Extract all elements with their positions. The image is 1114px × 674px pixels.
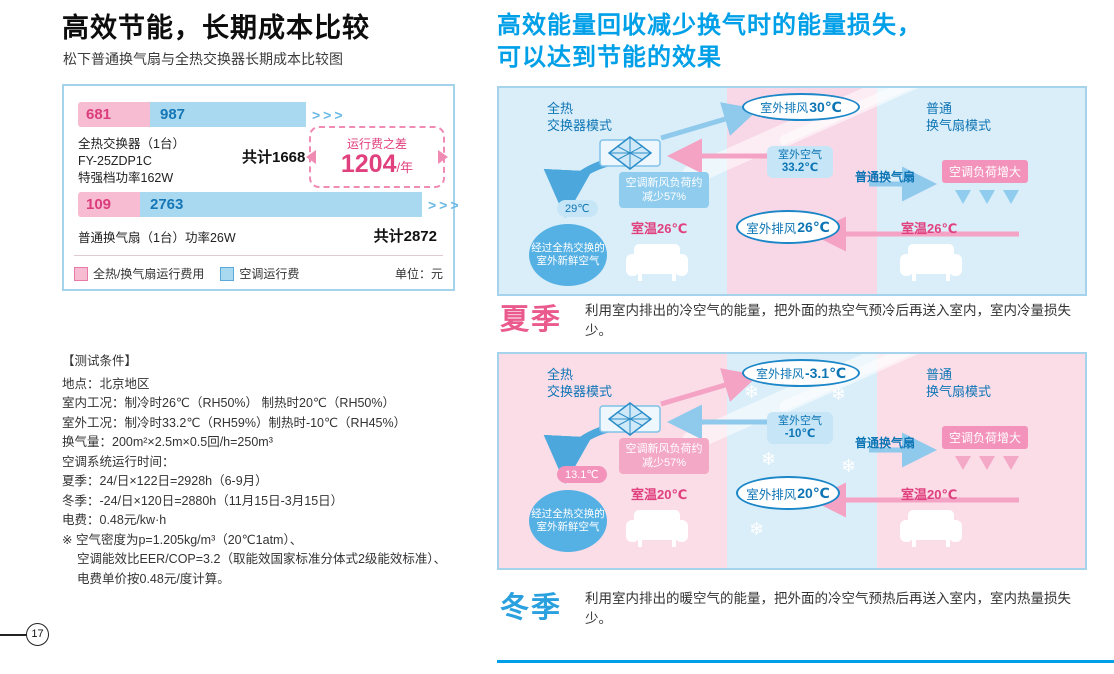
sofa-icon: [626, 244, 688, 281]
condition-line: 夏季：24/日×122日=2928h（6-9月）: [62, 474, 268, 488]
fan-mode-label: 普通 换气扇模式: [926, 367, 992, 399]
airflow-arrows: [543, 368, 1019, 518]
winter-diagram-panel: ❄ ❄ ❄ ❄ ❄ ❄ ❄ 全热 交换器模式 室外排风-3.1℃ 普通 换气扇模…: [497, 352, 1087, 570]
room-temp-right-label: 室温26℃: [901, 221, 958, 236]
unit-label: 单位：元: [394, 267, 443, 281]
right-title-line1: 高效能量回收减少换气时的能量损失，: [497, 12, 922, 39]
sofa-icon: [900, 244, 962, 281]
fan-run-cost-segment: 109: [78, 192, 140, 217]
fan-ac-cost-segment: 2763: [140, 192, 422, 217]
summer-description: 利用室内排出的冷空气的能量，把外面的热空气预冷后再送入室内，室内冷量损失少。: [585, 303, 1071, 338]
room-temp-left-label: 室温26℃: [631, 221, 688, 236]
condition-line: 空调系统运行时间：: [62, 454, 175, 469]
snowflake-icon: ❄: [749, 519, 765, 539]
badge-caption: 运行费之差: [346, 137, 407, 151]
outdoor-exhaust-top-label: 室外排风-3.1℃: [742, 359, 860, 387]
erv-label-line2: FY-25ZDP1C: [78, 154, 152, 168]
badge-value: 1204: [340, 150, 397, 178]
fan-total-cost: 共计2872: [373, 228, 437, 245]
bar-arrow-icon: >>>: [312, 106, 346, 123]
snowflake-icon: ❄: [831, 384, 847, 404]
room-temp-right-label: 室温20℃: [901, 487, 958, 502]
condition-line: 电费：0.48元/kw·h: [62, 513, 167, 527]
fresh-air-load-reduction-label: 空调新风负荷约减少57%: [619, 172, 709, 208]
fresh-air-cloud-label: 经过全热交换的室外新鲜空气: [529, 224, 607, 286]
winter-description: 利用室内排出的暖空气的能量，把外面的冷空气预热后再送入室内，室内热量损失少。: [585, 591, 1071, 626]
condition-line: 冬季：-24/日×120日=2880h（11月15日-3月15日）: [62, 493, 344, 508]
ac-load-increase-label: 空调负荷增大: [942, 160, 1029, 183]
room-temp-left-label: 室温20℃: [631, 487, 688, 502]
fresh-air-load-reduction-label: 空调新风负荷约减少57%: [619, 438, 709, 474]
erv-ac-cost-segment: 987: [150, 102, 306, 127]
erv-cost-bar: 681 987 >>>: [78, 102, 346, 127]
snowflake-icon: ❄: [761, 449, 777, 469]
ac-load-increase-label: 空调负荷增大: [942, 426, 1029, 449]
bar-arrow-icon: >>>: [428, 196, 462, 213]
badge-value-row: 1204/年: [311, 150, 443, 179]
load-increase-arrows-icon: [951, 190, 1023, 204]
badge-unit: /年: [396, 160, 414, 175]
conditions-heading: 【测试条件】: [62, 354, 138, 368]
erv-mode-label: 全热 交换器模式: [547, 367, 613, 399]
sofa-icon: [626, 510, 688, 547]
condition-line: 室外工况：制冷时33.2℃（RH59%）制热时-10℃（RH45%）: [62, 415, 407, 430]
left-page-title: 高效节能，长期成本比较: [62, 13, 370, 43]
erv-product-label: 全热交换器（1台） FY-25ZDP1C 特强档功率162W: [78, 136, 185, 187]
left-subtitle: 松下普通换气扇与全热交换器长期成本比较图: [63, 51, 343, 67]
cost-comparison-chart: 681 987 >>> 全热交换器（1台） FY-25ZDP1C 特强档功率16…: [62, 84, 459, 291]
bottom-rule: [497, 660, 1114, 663]
outdoor-air-label: 室外空气 33.2℃: [767, 146, 833, 178]
snowflake-icon: ❄: [744, 382, 760, 402]
condition-line: 换气量：200m²×2.5m×0.5回/h=250m³: [62, 435, 273, 449]
condition-note: 电费单价按0.48元/度计算。: [77, 571, 230, 586]
condition-note: 空调能效比EER/COP=3.2（取能效国家标准分体式2级能效标准）、: [77, 552, 447, 566]
fresh-air-cloud-label: 经过全热交换的室外新鲜空气: [529, 490, 607, 552]
test-conditions: 【测试条件】 地点：北京地区 室内工况：制冷时26℃（RH50%） 制热时20℃…: [62, 352, 466, 589]
exchanged-air-temp-label: 13.1℃: [557, 466, 607, 483]
erv-total-cost: 共计1668: [242, 149, 306, 166]
pink-legend-label: 全热/换气扇运行费用: [93, 267, 205, 281]
condition-note: ※ 空气密度为p=1.205kg/m³（20℃1atm）、: [62, 532, 303, 547]
fan-cost-bar: 109 2763 >>>: [78, 192, 462, 217]
exchanged-air-temp-label: 29℃: [557, 200, 598, 217]
erv-label-line1: 全热交换器（1台）: [78, 137, 185, 151]
load-increase-arrows-icon: [951, 456, 1023, 470]
page-number-rule: [0, 634, 26, 636]
ordinary-fan-label: 普通换气扇: [855, 170, 916, 184]
erv-fan-cost-segment: 681: [78, 102, 150, 127]
condition-line: 室内工况：制冷时26℃（RH50%） 制热时20℃（RH50%）: [62, 396, 396, 410]
heat-exchanger-icon: [599, 136, 661, 170]
erv-label-line3: 特强档功率162W: [78, 171, 174, 185]
heat-exchanger-icon: [599, 402, 661, 436]
winter-season-label: 冬季: [500, 592, 563, 624]
snowflake-icon: ❄: [841, 456, 857, 476]
fan-product-label: 普通换气扇（1台）功率26W: [78, 231, 236, 245]
ordinary-fan-label: 普通换气扇: [855, 436, 916, 450]
cost-difference-badge: 运行费之差 1204/年: [306, 126, 448, 188]
page-number: 17: [26, 623, 49, 646]
fan-mode-label: 普通 换气扇模式: [926, 101, 992, 133]
pink-legend-swatch: [74, 266, 88, 281]
blue-legend-swatch: [220, 266, 235, 281]
right-title-line2: 可以达到节能的效果: [497, 44, 722, 71]
sofa-icon: [900, 510, 962, 547]
erv-mode-label: 全热 交换器模式: [547, 101, 613, 133]
outdoor-air-label: 室外空气 -10℃: [767, 412, 833, 444]
summer-season-label: 夏季: [500, 304, 563, 336]
chart-legend: 全热/换气扇运行费用 空调运行费 单位：元: [74, 255, 443, 282]
blue-legend-label: 空调运行费: [239, 267, 300, 281]
condition-line: 地点：北京地区: [62, 376, 150, 391]
